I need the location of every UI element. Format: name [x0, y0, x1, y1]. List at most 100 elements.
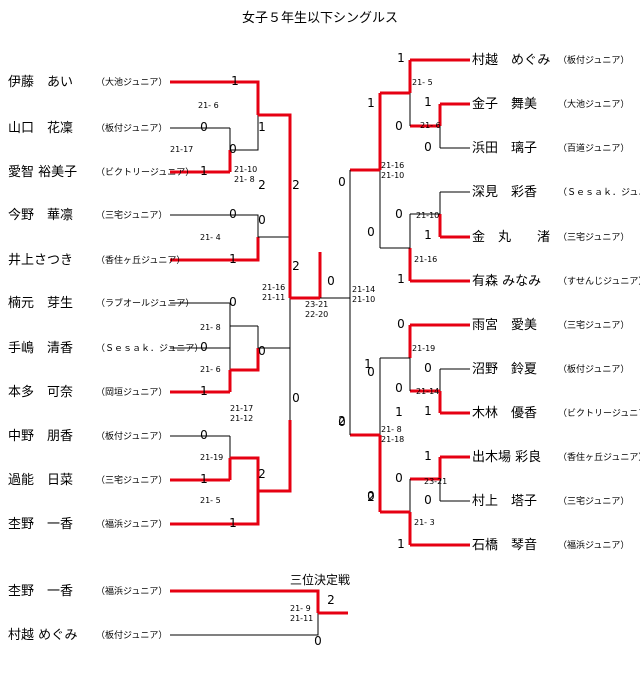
player-club: （板付ジュニア） — [96, 629, 167, 641]
win-loss-mark: 0 — [367, 489, 375, 503]
player-club: （大池ジュニア） — [96, 76, 167, 88]
bracket-line — [170, 589, 320, 613]
win-loss-mark: 2 — [292, 178, 300, 192]
match-score: 23-21 — [424, 477, 447, 486]
win-loss-mark: 0 — [367, 225, 375, 239]
third-place-title: 三位決定戦 — [290, 572, 350, 587]
player-club: （三宅ジュニア） — [558, 319, 629, 331]
player-name: 出木場 彩良 — [472, 449, 541, 465]
match-score: 21-16 — [414, 255, 437, 264]
win-loss-mark: 2 — [258, 178, 266, 192]
match-score: 21- 3 — [414, 518, 435, 527]
win-loss-mark: 0 — [338, 415, 346, 429]
player-name: 金子 舞美 — [472, 96, 537, 112]
bracket-line — [230, 237, 260, 262]
win-loss-mark: 0 — [229, 207, 237, 221]
match-score: 21- 4 — [200, 233, 221, 242]
player-club: （福浜ジュニア） — [96, 518, 167, 530]
win-loss-mark: 0 — [258, 344, 266, 358]
win-loss-mark: 0 — [200, 340, 208, 354]
player-name: 井上さつき — [8, 253, 73, 268]
win-loss-mark: 1 — [424, 95, 432, 109]
win-loss-mark: 1 — [424, 449, 432, 463]
win-loss-mark: 2 — [338, 414, 346, 428]
win-loss-mark: 2 — [292, 259, 300, 273]
win-loss-mark: 0 — [292, 391, 300, 405]
win-loss-mark: 1 — [397, 272, 405, 286]
win-loss-mark: 1 — [424, 404, 432, 418]
player-club: （香住ヶ丘ジュニア） — [96, 254, 185, 266]
player-name: 浜田 璃子 — [472, 141, 537, 156]
win-loss-mark: 1 — [397, 537, 405, 551]
bracket-line — [170, 613, 319, 636]
player-name: 杢野 一香 — [8, 517, 73, 532]
win-loss-mark: 0 — [200, 428, 208, 442]
player-club: （岡垣ジュニア） — [96, 387, 167, 398]
player-club: （三宅ジュニア） — [96, 474, 167, 486]
match-score: 21- 6 — [420, 121, 441, 130]
player-club: （ビクトリージュニア） — [558, 408, 640, 419]
win-loss-mark: 2 — [258, 467, 266, 481]
player-club: （香住ヶ丘ジュニア） — [558, 451, 640, 463]
bracket-lines — [170, 58, 470, 636]
match-score: 21- 6 — [198, 101, 219, 110]
win-loss-mark: 0 — [258, 213, 266, 227]
player-name: 手嶋 清香 — [8, 341, 73, 356]
player-name: 雨宮 愛美 — [472, 317, 537, 333]
win-loss-mark: 1 — [229, 516, 237, 530]
player-name: 村上 塔子 — [472, 494, 537, 509]
win-loss-mark: 2 — [367, 490, 375, 504]
win-loss-mark: 0 — [229, 142, 237, 156]
bracket-line — [230, 456, 260, 491]
player-name: 愛智 裕美子 — [8, 165, 77, 180]
bracket-line — [258, 113, 292, 176]
match-score: 21-19 — [200, 453, 223, 462]
win-loss-mark: 1 — [231, 74, 239, 88]
player-name: 深見 彩香 — [472, 185, 537, 200]
player-name: 村越 めぐみ — [472, 53, 550, 68]
player-name: 村越 めぐみ — [8, 628, 78, 643]
player-name: 本多 可奈 — [8, 384, 73, 400]
win-loss-mark: 1 — [200, 164, 208, 178]
win-loss-mark: 0 — [338, 175, 346, 189]
bracket-line — [230, 491, 260, 526]
win-loss-mark: 1 — [367, 96, 375, 110]
player-club: （Ｓｅｓａｋ．ジュニア） — [558, 187, 640, 198]
player-club: （百道ジュニア） — [558, 142, 629, 154]
match-score: 21- 5 — [412, 78, 433, 87]
bracket-line — [230, 115, 259, 151]
player-name: 山口 花凜 — [8, 120, 73, 136]
bracket-line — [230, 214, 259, 237]
bracket-line — [258, 347, 291, 420]
player-club: （すせんじジュニア） — [558, 276, 640, 287]
match-score: 21-14 — [416, 387, 439, 396]
match-score: 21-17 — [170, 145, 193, 154]
player-name: 金 丸 渚 — [472, 229, 550, 245]
player-club: （大池ジュニア） — [558, 98, 629, 110]
win-loss-mark: 1 — [229, 252, 237, 266]
win-loss-mark: 0 — [395, 207, 403, 221]
player-name: 伊藤 あい — [8, 75, 73, 90]
player-club: （三宅ジュニア） — [558, 231, 629, 243]
bracket-line — [258, 420, 292, 493]
win-loss-mark: 1 — [424, 228, 432, 242]
player-club: （福浜ジュニア） — [96, 585, 167, 597]
player-list: 伊藤 あい （大池ジュニア） 山口 花凜 （板付ジュニア） 愛智 裕美子 （ビクトリージュ… — [8, 53, 640, 643]
win-loss-mark: 1 — [397, 51, 405, 65]
win-loss-mark: 0 — [395, 471, 403, 485]
win-loss-mark: 1 — [258, 120, 266, 134]
bracket-title: 女子５年生以下シングルス — [242, 10, 398, 26]
player-name: 石橋 琴音 — [472, 537, 537, 553]
match-score: 21-10 — [416, 211, 439, 220]
win-loss-mark: 0 — [229, 295, 237, 309]
match-score: 21- 6 — [200, 365, 221, 374]
